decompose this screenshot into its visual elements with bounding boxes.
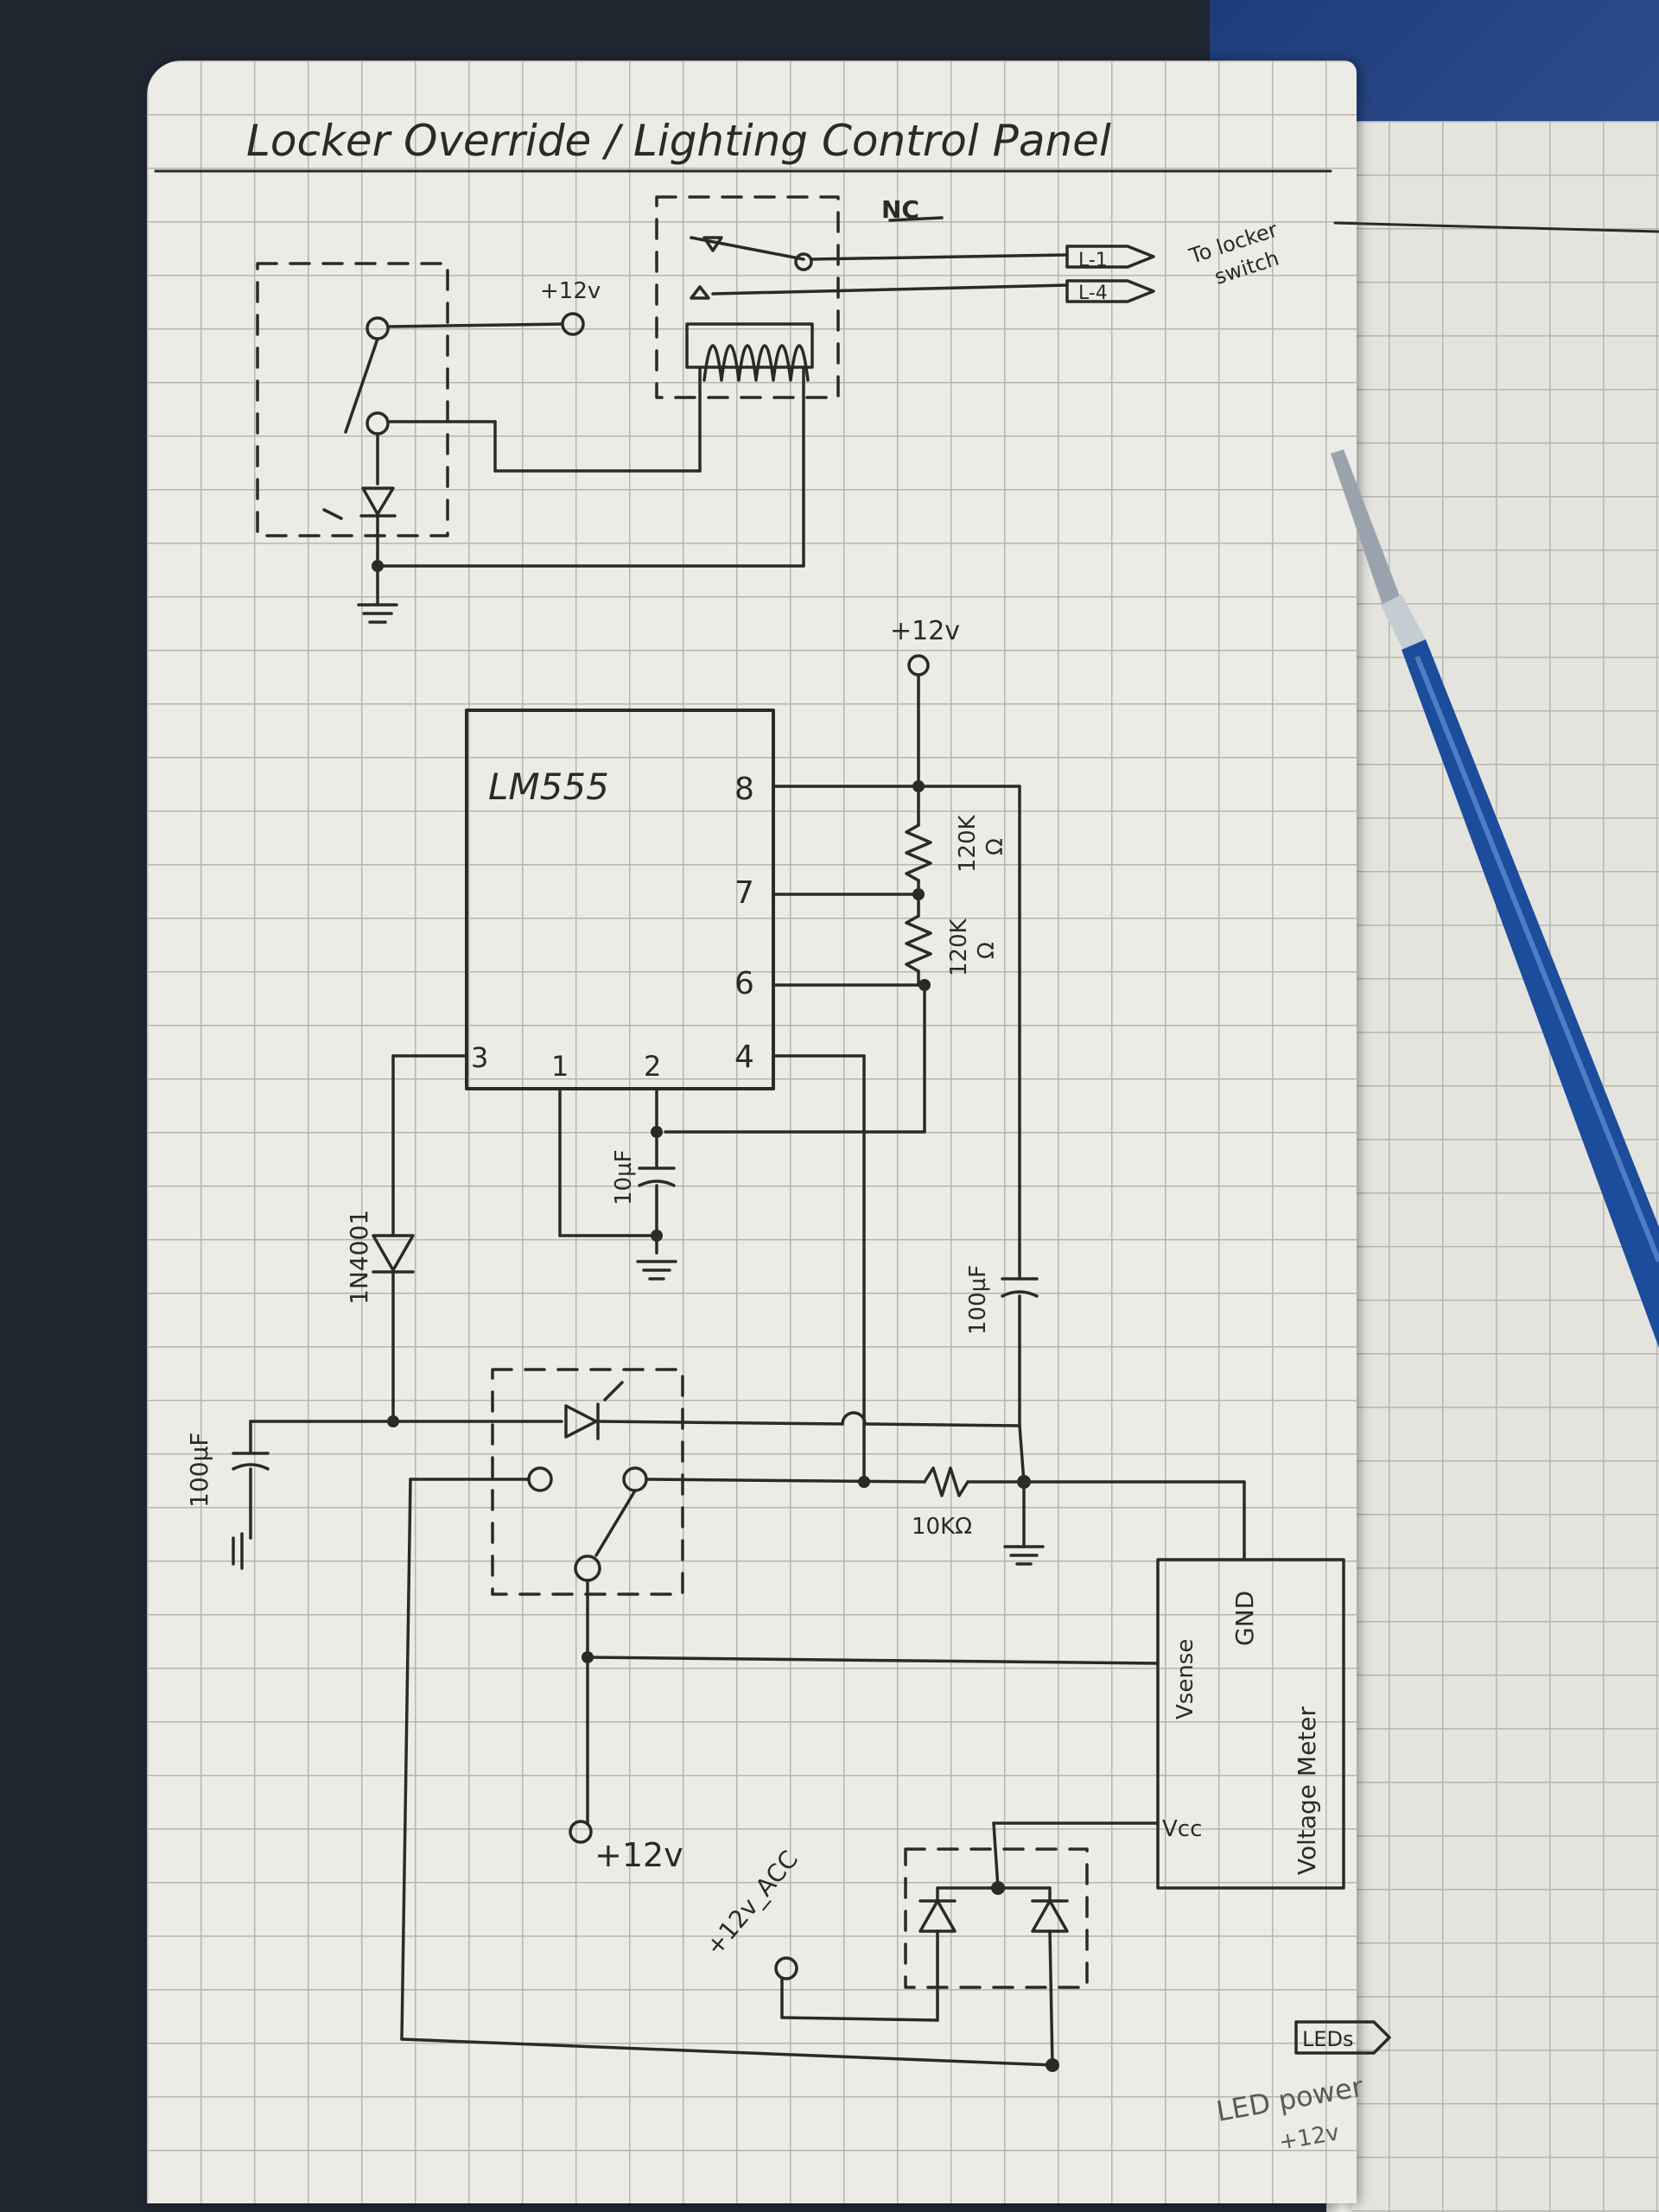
led-pair-dashed-box <box>904 1847 1089 1989</box>
meter-gnd-label: GND <box>1230 1591 1259 1646</box>
relay-dashed-box <box>655 195 840 399</box>
r1-value: 120K <box>955 814 981 873</box>
pin-2: 2 <box>644 1050 661 1083</box>
led-power-line2: +12v <box>1277 2120 1341 2156</box>
nc-label: NC <box>881 195 919 224</box>
led-power-line1: LED power <box>1214 2069 1367 2127</box>
connector-l4: L-4 <box>1078 283 1108 304</box>
acc-supply-label: +12v_ACC <box>700 1845 804 1961</box>
meter-vsense-label: Vsense <box>1173 1639 1198 1719</box>
switch-dashed-box <box>256 262 449 537</box>
r2-unit: Ω <box>974 942 1000 959</box>
pin-1: 1 <box>551 1050 569 1083</box>
pull-resistor-label: 10KΩ <box>912 1514 972 1540</box>
page-title: Locker Override / Lighting Control Panel <box>246 116 1111 166</box>
pin-8: 8 <box>734 772 754 807</box>
timer-supply-label: +12v <box>890 616 960 646</box>
switch-supply-label: +12v <box>594 1836 683 1874</box>
timing-cap-label: 10µF <box>611 1149 637 1205</box>
leds-tag-label: LEDs <box>1302 2027 1354 2051</box>
relay-supply-label: +12v <box>540 278 601 304</box>
pin-4: 4 <box>734 1039 754 1075</box>
pin-3: 3 <box>471 1041 488 1074</box>
pin-6: 6 <box>734 966 754 1001</box>
supply-cap-label: 100µF <box>965 1265 991 1335</box>
r2-value: 120K <box>946 918 972 976</box>
connector-l1: L-1 <box>1078 250 1108 271</box>
pencil-illustration <box>1331 449 1659 1348</box>
ic-body <box>465 709 775 1090</box>
diode-label: 1N4001 <box>345 1210 373 1305</box>
voltage-meter-box <box>1156 1558 1345 1890</box>
pin-7: 7 <box>734 875 754 911</box>
hold-cap-label: 100µF <box>185 1433 213 1508</box>
ic-label: LM555 <box>488 766 609 808</box>
meter-vcc-label: Vcc <box>1162 1816 1202 1842</box>
meter-label: Voltage Meter <box>1293 1706 1321 1875</box>
r1-unit: Ω <box>982 838 1008 855</box>
